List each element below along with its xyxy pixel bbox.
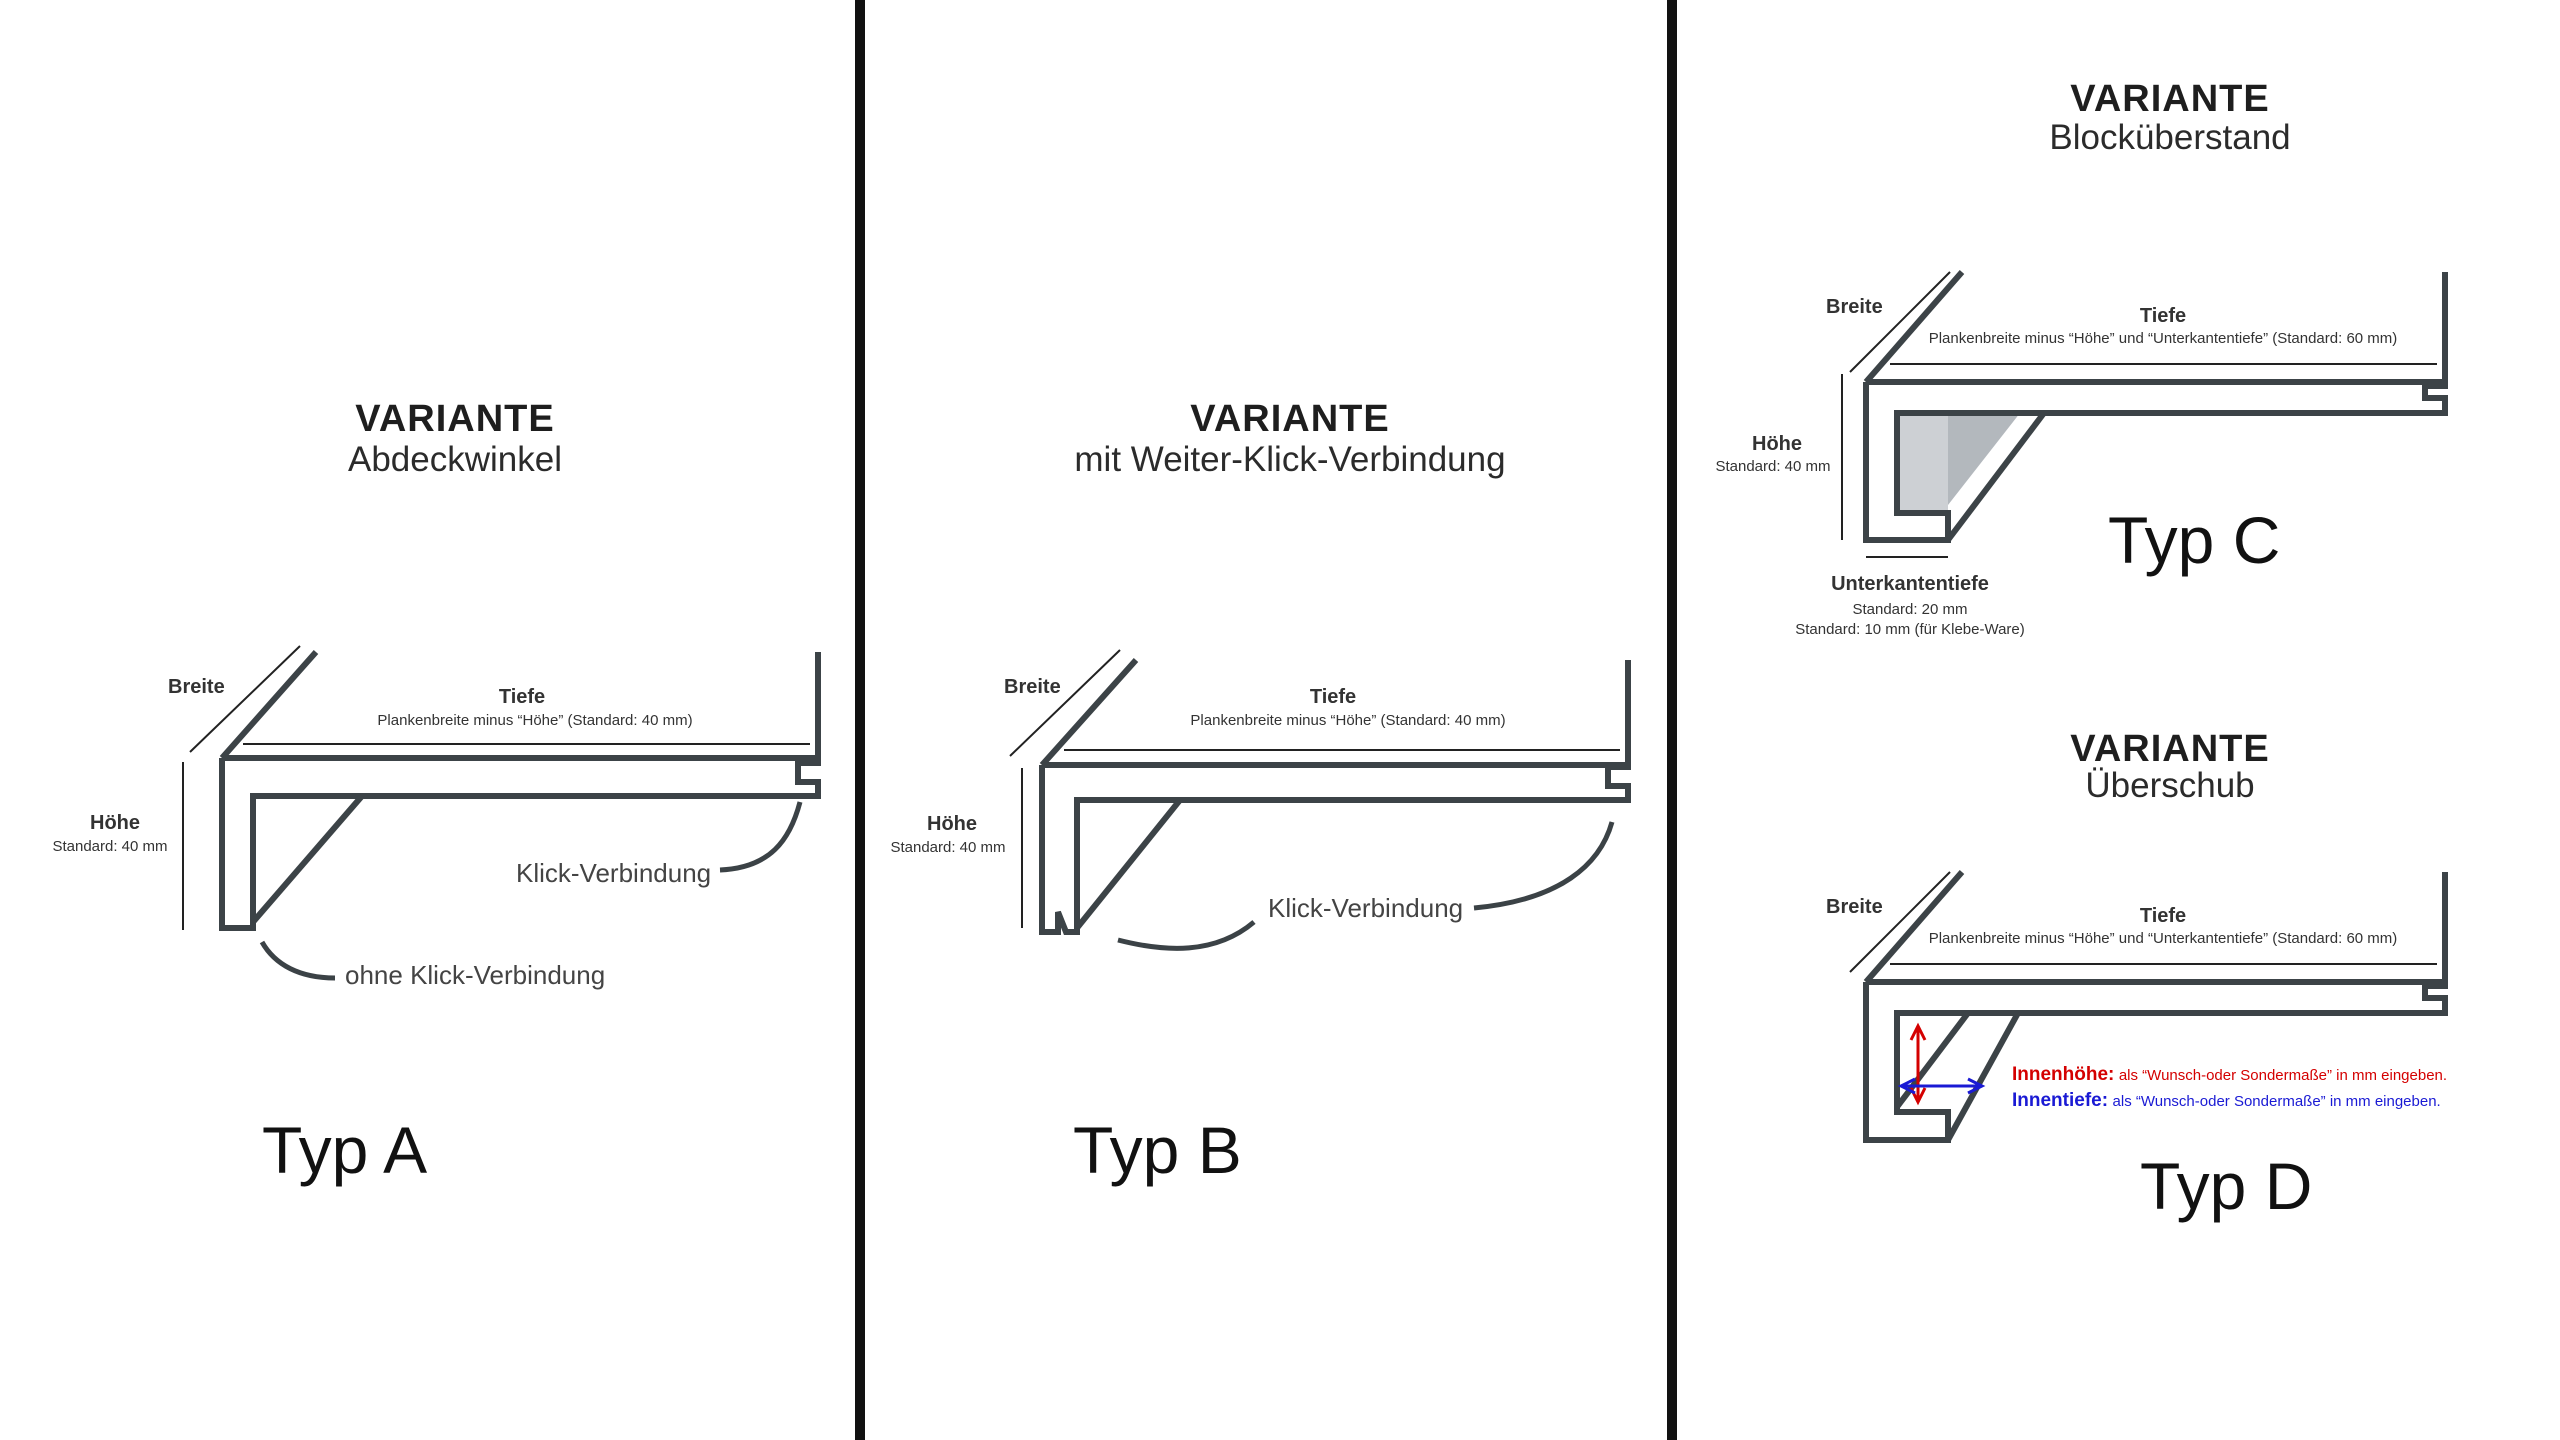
- label-breite: Breite: [168, 676, 225, 698]
- innentiefe-legend: Innentiefe: als “Wunsch-oder Sondermaße”…: [2012, 1090, 2441, 1112]
- label-unterkante-note-2: Standard: 10 mm (für Klebe-Ware): [1795, 621, 2025, 638]
- label-unterkantentiefe: Unterkantentiefe: [1831, 573, 1989, 595]
- label-tiefe-note: Plankenbreite minus “Höhe” und “Unterkan…: [1928, 930, 2398, 947]
- callout-arrow-ohne: [259, 940, 336, 981]
- label-breite: Breite: [1826, 296, 1883, 318]
- callout-klick-verbindung: Klick-Verbindung: [1268, 893, 1464, 923]
- profile-outline: [1039, 657, 1631, 935]
- label-tiefe-note: Plankenbreite minus “Höhe” und “Unterkan…: [1928, 330, 2398, 347]
- callout-arrow-right: [1473, 821, 1615, 911]
- innenhoehe-label: Innenhöhe:: [2012, 1064, 2115, 1085]
- label-tiefe: Tiefe: [2139, 305, 2187, 327]
- profile-brace-inner: [1894, 1011, 1971, 1109]
- typ-label: Typ A: [262, 1113, 428, 1187]
- profile-outline: [1863, 870, 2448, 1143]
- panel-divider-right: [1667, 0, 1677, 1440]
- variante-heading: VARIANTE: [2070, 728, 2270, 770]
- label-tiefe-note: Plankenbreite minus “Höhe” (Standard: 40…: [1190, 712, 1506, 729]
- label-hoehe: Höhe: [927, 813, 977, 835]
- label-breite: Breite: [1826, 896, 1883, 918]
- dim-breite: [1849, 871, 1951, 973]
- callout-ohne-klick: ohne Klick-Verbindung: [345, 960, 606, 990]
- profile-brace: [1945, 411, 2047, 542]
- typ-label: Typ D: [2140, 1149, 2313, 1223]
- variante-heading: VARIANTE: [1190, 398, 1390, 440]
- typ-label: Typ B: [1073, 1113, 1242, 1187]
- dim-breite: [189, 645, 301, 753]
- variante-subtitle: mit Weiter-Klick-Verbindung: [1074, 440, 1506, 479]
- label-hoehe-note: Standard: 40 mm: [890, 839, 1006, 856]
- innenhoehe-note: als “Wunsch-oder Sondermaße” in mm einge…: [2118, 1067, 2448, 1084]
- variante-subtitle: Abdeckwinkel: [348, 440, 562, 479]
- profile-outline: [1863, 270, 2448, 543]
- label-tiefe-note: Plankenbreite minus “Höhe” (Standard: 40…: [377, 712, 693, 729]
- fill-dark: [1948, 413, 2020, 505]
- profile-outline: [219, 650, 821, 931]
- label-tiefe: Tiefe: [1309, 686, 1357, 708]
- label-hoehe-note: Standard: 40 mm: [1715, 458, 1831, 475]
- dim-breite: [1849, 271, 1951, 373]
- variante-heading: VARIANTE: [355, 398, 555, 440]
- label-unterkante-note-1: Standard: 20 mm: [1852, 601, 1968, 618]
- callout-arrow-klick: [719, 801, 803, 873]
- profile-brace: [1074, 798, 1183, 930]
- panel-divider-left: [855, 0, 865, 1440]
- profile-brace-outer: [1945, 1011, 2021, 1142]
- label-hoehe: Höhe: [1752, 433, 1802, 455]
- innentiefe-note: als “Wunsch-oder Sondermaße” in mm einge…: [2112, 1093, 2441, 1110]
- callout-arrow-left: [1117, 920, 1256, 951]
- typ-label: Typ C: [2108, 503, 2281, 577]
- callout-klick-verbindung: Klick-Verbindung: [516, 858, 712, 888]
- dim-breite: [1009, 649, 1121, 757]
- label-breite: Breite: [1004, 676, 1061, 698]
- innenhoehe-legend: Innenhöhe: als “Wunsch-oder Sondermaße” …: [2012, 1064, 2447, 1086]
- fill-light: [1897, 413, 1948, 510]
- label-tiefe: Tiefe: [2139, 905, 2187, 927]
- innentiefe-label: Innentiefe:: [2012, 1090, 2109, 1111]
- label-hoehe-note: Standard: 40 mm: [52, 838, 168, 855]
- label-hoehe: Höhe: [90, 812, 140, 834]
- variante-subtitle: Überschub: [2085, 766, 2255, 805]
- variante-heading: VARIANTE: [2070, 78, 2270, 120]
- label-tiefe: Tiefe: [498, 686, 546, 708]
- variante-subtitle: Blocküberstand: [2049, 118, 2291, 157]
- profile-brace: [250, 794, 365, 924]
